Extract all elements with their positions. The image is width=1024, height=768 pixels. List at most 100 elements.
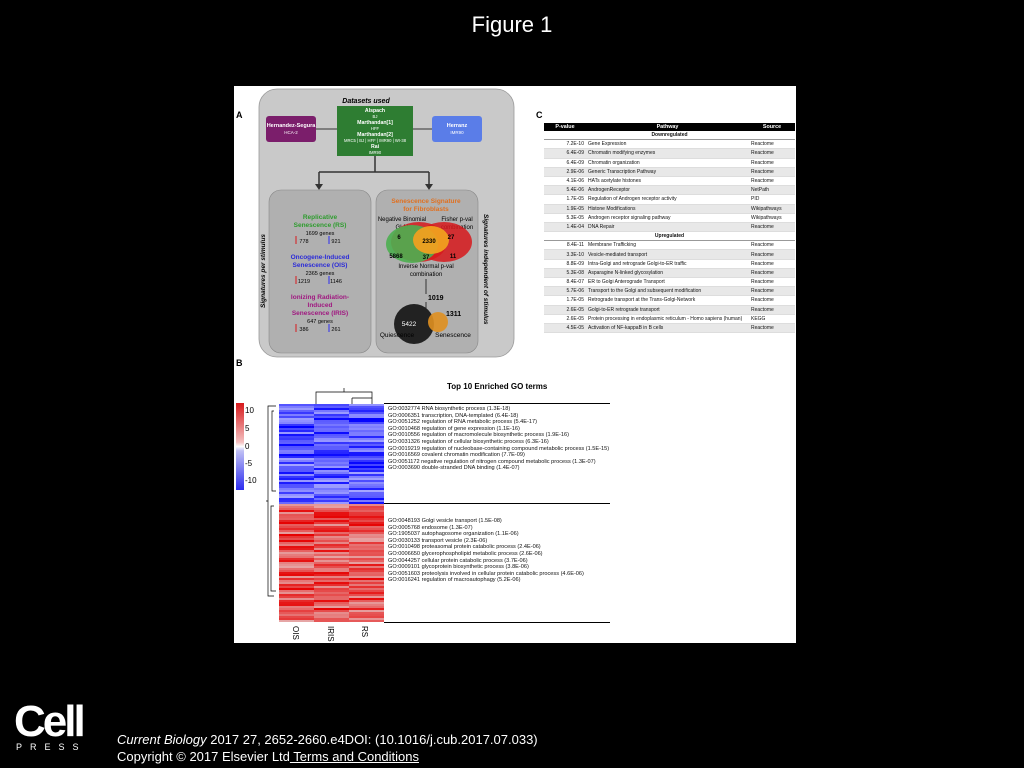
heatmap-cell xyxy=(279,470,314,472)
color-scale xyxy=(236,403,244,490)
heatmap-cell xyxy=(314,494,349,496)
heatmap-cell xyxy=(314,450,349,452)
dataset-line: MRC5 | BJ | HFF | IMR90 | WI-38 xyxy=(344,138,407,143)
source-cell: Reactome xyxy=(749,240,795,251)
heatmap-cell xyxy=(349,492,384,494)
go-term: GO:0010468 regulation of gene expression… xyxy=(388,425,520,432)
heatmap-cell xyxy=(349,562,384,564)
group-label: Upregulated xyxy=(544,231,795,242)
heatmap-cell xyxy=(279,520,314,522)
heatmap-cell xyxy=(279,492,314,494)
heatmap-cell xyxy=(314,618,349,620)
heatmap-cell xyxy=(314,504,349,506)
heatmap-cell xyxy=(314,482,349,484)
heatmap-cell xyxy=(279,486,314,488)
heatmap-cell xyxy=(314,480,349,482)
fisher-1: Fisher p-val xyxy=(441,217,472,223)
heatmap-cell xyxy=(314,428,349,430)
pathway-cell: DNA Repair xyxy=(586,222,749,233)
heatmap-cell xyxy=(349,620,384,622)
iris-title-2: Induced xyxy=(308,302,333,309)
heatmap-cell xyxy=(349,536,384,538)
heatmap-cell xyxy=(279,588,314,590)
pvalue-cell: 5.3E-08 xyxy=(544,268,586,279)
heatmap-cell xyxy=(279,554,314,556)
heatmap-cell xyxy=(279,416,314,418)
heatmap-cell xyxy=(349,514,384,516)
rs-down: 921 xyxy=(331,239,340,245)
source-cell: Reactome xyxy=(749,148,795,159)
heatmap-cell xyxy=(279,516,314,518)
heatmap-cell xyxy=(314,404,349,406)
heatmap-cell xyxy=(349,458,384,460)
panel-label-c: C xyxy=(536,110,543,120)
heatmap-cell xyxy=(279,512,314,514)
heatmap-cell xyxy=(279,432,314,434)
heatmap-cell xyxy=(279,448,314,450)
pathway-cell: HATs acetylate histones xyxy=(586,176,749,187)
copyright: Copyright © 2017 Elsevier Ltd xyxy=(117,749,290,764)
heatmap-cell xyxy=(279,406,314,408)
pvalue-cell: 5.3E-05 xyxy=(544,213,586,223)
heatmap-cell xyxy=(349,564,384,566)
heatmap-cell xyxy=(279,418,314,420)
heatmap-cell xyxy=(279,596,314,598)
venn-c: 5868 xyxy=(389,254,403,260)
source-cell: Reactome xyxy=(749,295,795,306)
heatmap-cell xyxy=(279,546,314,548)
heatmap-cell xyxy=(349,512,384,514)
rs-genes: 1699 genes xyxy=(306,231,335,237)
go-term: GO:0003690 double-stranded DNA binding (… xyxy=(388,465,520,472)
heatmap-cell xyxy=(349,586,384,588)
heatmap-cell xyxy=(279,574,314,576)
heatmap-cell xyxy=(349,532,384,534)
heatmap-cell xyxy=(279,604,314,606)
heatmap-cell xyxy=(314,602,349,604)
heatmap-cell xyxy=(314,606,349,608)
pathway-cell: Retrograde transport at the Trans-Golgi-… xyxy=(586,295,749,306)
heatmap-cell xyxy=(279,480,314,482)
heatmap-cell xyxy=(279,482,314,484)
pathway-cell: Histone Modifications xyxy=(586,204,749,214)
heatmap-cell xyxy=(279,584,314,586)
sig-title-1: Senescence Signature xyxy=(391,198,461,205)
go-term: GO:0019219 regulation of nucleobase-cont… xyxy=(388,445,610,452)
source-cell: Reactome xyxy=(749,222,795,233)
col-label-rs: RS xyxy=(360,626,369,638)
scale-label-m5: -5 xyxy=(245,459,253,468)
heatmap-cell xyxy=(314,414,349,416)
heatmap-cell xyxy=(314,486,349,488)
heatmap-cell xyxy=(349,474,384,476)
heatmap-cell xyxy=(349,478,384,480)
heatmap-cell xyxy=(314,594,349,596)
heatmap-cell xyxy=(349,568,384,570)
heatmap-cell xyxy=(314,520,349,522)
source-cell: Reactome xyxy=(749,249,795,260)
heatmap-cell xyxy=(314,596,349,598)
heatmap-cell xyxy=(314,500,349,502)
go-term: GO:0051252 regulation of RNA metabolic p… xyxy=(388,419,537,426)
heatmap-cell xyxy=(349,518,384,520)
heatmap-cell xyxy=(279,568,314,570)
heatmap-cell xyxy=(349,464,384,466)
rs-up: 778 xyxy=(299,239,308,245)
heatmap-cell xyxy=(349,420,384,422)
dataset-line: IMR90 xyxy=(369,150,382,155)
inverse-2: combination xyxy=(410,272,442,278)
terms-link[interactable]: Terms and Conditions xyxy=(289,749,420,764)
heatmap-cell xyxy=(349,422,384,424)
pathway-cell: Vesicle-mediated transport xyxy=(586,249,749,260)
heatmap-cell xyxy=(314,422,349,424)
heatmap-cell xyxy=(314,444,349,446)
heatmap-cell xyxy=(279,614,314,616)
ois-up: 1219 xyxy=(298,279,310,285)
heatmap-cell xyxy=(314,506,349,508)
heatmap-cell xyxy=(349,424,384,426)
heatmap-cell xyxy=(349,408,384,410)
